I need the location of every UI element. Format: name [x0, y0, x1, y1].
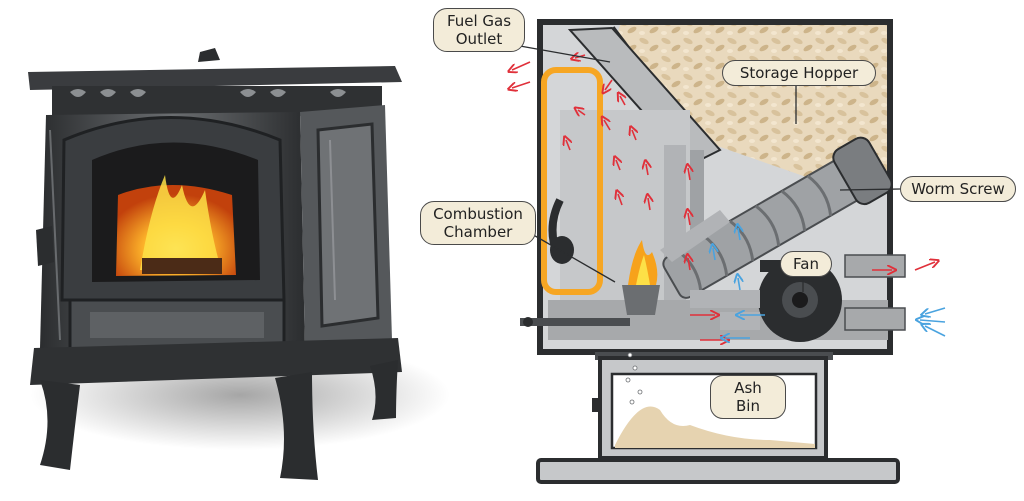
fan-icon	[758, 258, 842, 342]
worm-screw-callout: Worm Screw	[900, 176, 1016, 202]
combustion-chamber-callout: Combustion Chamber	[420, 201, 536, 245]
storage-hopper-callout: Storage Hopper	[722, 60, 876, 86]
ash-bin-callout: Ash Bin	[710, 375, 786, 419]
fuel-gas-outlet-leader	[519, 45, 611, 63]
fuel-gas-outlet-callout: Fuel Gas Outlet	[433, 8, 525, 52]
pellet-stove-illustration	[28, 48, 450, 480]
worm-screw-leader	[839, 188, 901, 191]
fan-callout: Fan	[780, 251, 832, 277]
combustion-chamber-leader	[529, 232, 616, 283]
